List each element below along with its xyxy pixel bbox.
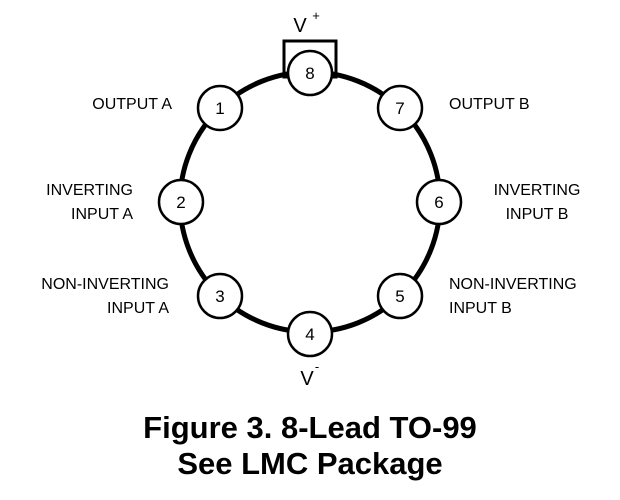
pin-2-label-line: INVERTING	[46, 182, 133, 199]
pin-6-number: 6	[434, 193, 443, 212]
pin-6-label: INVERTING INPUT B	[494, 182, 581, 223]
pin-3-label-line: NON-INVERTING	[41, 276, 169, 293]
pin-5-label: NON-INVERTING INPUT B	[449, 276, 577, 317]
pin-4: 4	[286, 310, 334, 358]
pin-5-label-line: INPUT B	[449, 300, 512, 317]
pin-7-label-line: OUTPUT B	[449, 96, 530, 113]
pin-1: 1	[196, 84, 244, 132]
pin-5-number: 5	[395, 287, 404, 306]
pin-2: 2	[157, 178, 205, 226]
pin-7-circle	[376, 84, 424, 132]
pins-layer: 1 2 3 4 5 6 7 8	[157, 49, 463, 358]
pin-2-label-line: INPUT A	[71, 206, 133, 223]
pin-labels-layer: OUTPUT A INVERTING INPUT A NON-INVERTING INP…	[41, 96, 580, 317]
pin-3-circle	[196, 272, 244, 320]
pin-1-number: 1	[215, 99, 224, 118]
pin-8: 8	[286, 49, 334, 97]
pin-6-circle	[415, 178, 463, 226]
pin-2-circle	[157, 178, 205, 226]
pin-2-number: 2	[176, 193, 185, 212]
pin-7: 7	[376, 84, 424, 132]
pin-6-label-line: INPUT B	[506, 206, 569, 223]
pin-6-label-line: INVERTING	[494, 182, 581, 199]
pin-1-label-line: OUTPUT A	[92, 96, 172, 113]
pin-5-circle	[376, 272, 424, 320]
pin-1-circle	[196, 84, 244, 132]
pin-5-label-line: NON-INVERTING	[449, 276, 577, 293]
figure-caption-title: Figure 3. 8-Lead TO-99	[143, 410, 477, 445]
supply-top-superscript: +	[312, 8, 320, 23]
supply-top-label: V	[293, 15, 307, 37]
pin-7-label: OUTPUT B	[449, 96, 530, 113]
pin-3-label: NON-INVERTING INPUT A	[41, 276, 169, 317]
pin-7-number: 7	[395, 99, 404, 118]
figure-caption-subtitle: See LMC Package	[177, 446, 443, 481]
pin-8-number: 8	[305, 64, 314, 83]
pin-8-circle	[286, 49, 334, 97]
pin-1-label: OUTPUT A	[92, 96, 172, 113]
pin-3: 3	[196, 272, 244, 320]
pin-5: 5	[376, 272, 424, 320]
pin-6: 6	[415, 178, 463, 226]
supply-bottom-label: V	[300, 368, 314, 390]
supply-bottom-superscript: -	[315, 359, 319, 374]
pin-4-number: 4	[305, 325, 314, 344]
pin-2-label: INVERTING INPUT A	[46, 182, 133, 223]
pin-4-circle	[286, 310, 334, 358]
pin-3-number: 3	[215, 287, 224, 306]
pin-3-label-line: INPUT A	[107, 300, 169, 317]
